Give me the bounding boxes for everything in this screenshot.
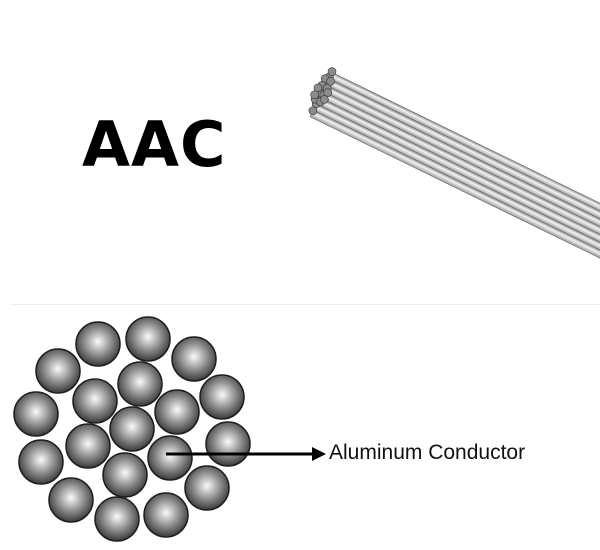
strand-wire xyxy=(75,321,121,367)
strand-wire xyxy=(117,361,163,407)
cable-end-strand xyxy=(320,95,329,104)
strand-wire xyxy=(48,477,94,523)
arrow-head-icon xyxy=(312,447,326,461)
strand-wire xyxy=(35,348,81,394)
cable-end-strand xyxy=(327,67,337,76)
strand-wire xyxy=(154,389,200,435)
strand-wire xyxy=(109,406,155,452)
strand-wire xyxy=(102,452,148,498)
cable-end-strand xyxy=(310,90,319,100)
strand-wire xyxy=(143,492,189,538)
strand-wire xyxy=(205,421,251,467)
strand-wire xyxy=(147,435,193,481)
strand-wire xyxy=(18,439,64,485)
cable-illustration xyxy=(308,67,600,262)
cable-end-strand xyxy=(308,106,318,116)
strand-wire xyxy=(13,391,59,437)
strand-wire xyxy=(94,496,140,542)
strand-wire xyxy=(72,378,118,424)
conductor-label: Aluminum Conductor xyxy=(329,441,526,464)
strand-wire xyxy=(199,374,245,420)
section-divider xyxy=(10,304,600,305)
strand-wire xyxy=(125,316,171,362)
strand-wire xyxy=(171,336,217,382)
strand-wire xyxy=(65,423,111,469)
product-title: AAC xyxy=(82,108,227,181)
strand-wire xyxy=(184,465,230,511)
